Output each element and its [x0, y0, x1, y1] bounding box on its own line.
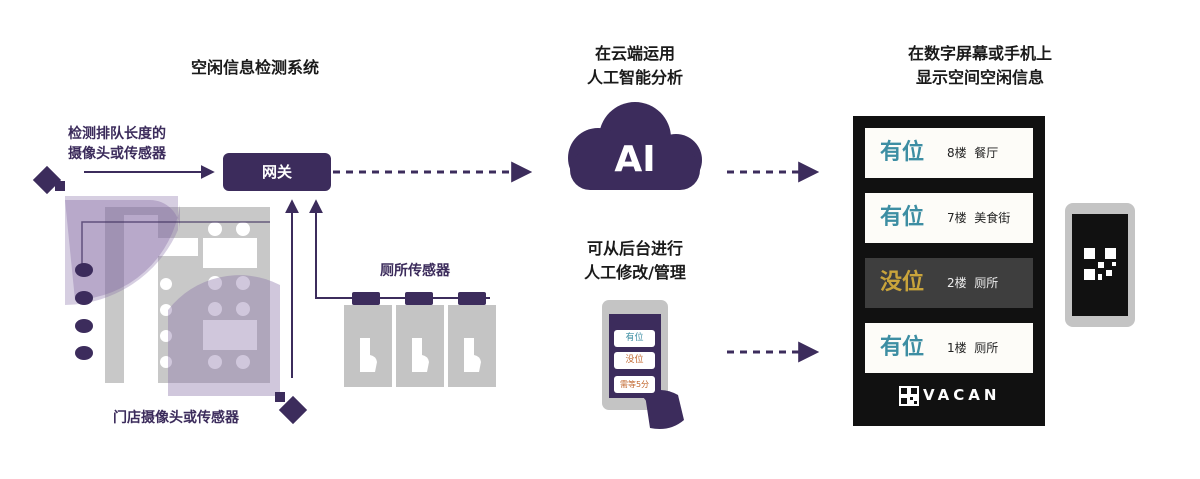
heading-detection-system: 空闲信息检测系统	[190, 58, 319, 77]
floor-label: 1楼	[947, 341, 967, 355]
ai-label: AI	[614, 139, 656, 180]
heading-cloud-ai-1: 在云端运用	[594, 44, 675, 63]
heading-cloud-ai-2: 人工智能分析	[586, 68, 683, 87]
heading-display-1: 在数字屏幕或手机上	[907, 44, 1052, 63]
place-label: 厕所	[974, 276, 999, 290]
label-queue-camera-2: 摄像头或传感器	[68, 146, 166, 162]
label-manual-1: 可从后台进行	[586, 239, 683, 258]
floor-label: 8楼	[947, 146, 967, 160]
status-label: 有位	[880, 205, 925, 230]
toilet-icon	[360, 338, 481, 372]
signage-row: 没位 2楼 厕所	[865, 258, 1033, 308]
label-toilet-sensor: 厕所传感器	[380, 263, 450, 279]
brand-logo: VACAN	[923, 386, 1001, 404]
place-label: 厕所	[974, 341, 999, 355]
qr-code-icon	[899, 386, 919, 406]
cloud-icon	[568, 102, 702, 190]
signage-row: 有位 1楼 厕所	[865, 323, 1033, 373]
status-label: 有位	[880, 335, 925, 360]
tablet-button-full[interactable]: 没位	[614, 352, 655, 369]
phone-icon	[1065, 203, 1135, 327]
camera-icon	[275, 392, 308, 425]
gateway-box: 网关	[223, 153, 331, 191]
qr-code-icon	[1084, 248, 1116, 280]
place-label: 美食街	[974, 211, 1011, 225]
signage-row: 有位 7楼 美食街	[865, 193, 1033, 243]
tablet-button-available[interactable]: 有位	[614, 330, 655, 347]
arrow-icon	[309, 199, 350, 299]
signage-row: 有位 8楼 餐厅	[865, 128, 1033, 178]
store-floor-plan	[65, 196, 280, 396]
toilet-stalls	[344, 292, 496, 387]
digital-signage: 有位 8楼 餐厅 有位 7楼 美食街 没位 2楼 厕所 有位 1楼 厕所 VAC…	[853, 116, 1045, 426]
status-label: 有位	[880, 140, 925, 165]
camera-icon	[32, 165, 65, 195]
floor-label: 7楼	[947, 211, 967, 225]
place-label: 餐厅	[974, 146, 999, 160]
label-manual-2: 人工修改/管理	[584, 263, 686, 282]
floor-label: 2楼	[947, 276, 967, 290]
heading-display-2: 显示空间空闲信息	[915, 68, 1044, 87]
label-queue-camera-1: 检测排队长度的	[68, 126, 166, 142]
label-store-camera: 门店摄像头或传感器	[113, 410, 239, 426]
status-label: 没位	[880, 270, 925, 295]
tablet-button-wait[interactable]: 需等5分	[614, 376, 655, 393]
